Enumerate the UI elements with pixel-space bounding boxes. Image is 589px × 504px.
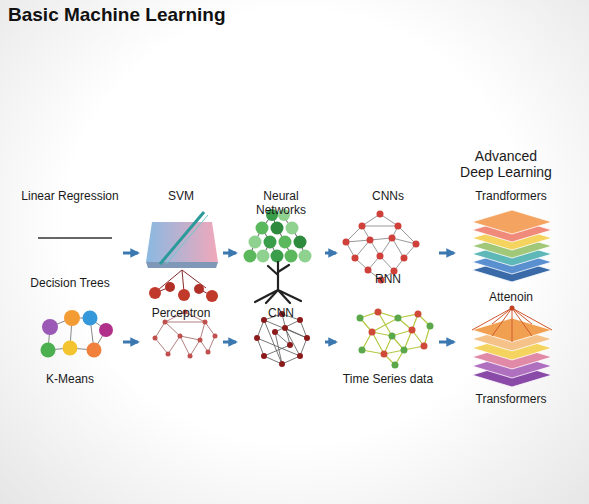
concept-label: Decision Trees — [30, 276, 109, 290]
concept-label: K-Means — [46, 372, 94, 386]
concept-label: CNN — [268, 306, 294, 320]
concept-label: Attenoin — [489, 290, 533, 304]
flow-arrow — [439, 341, 454, 344]
concept-label: Trandformers — [475, 189, 547, 203]
concept-node: CNNs — [338, 189, 438, 269]
section-heading: Advanced Deep Learning — [458, 148, 554, 180]
transformer-stack-illustration — [472, 210, 552, 282]
concept-node: SVM — [140, 189, 222, 305]
concept-node: Trandformers — [456, 189, 566, 289]
concept-label: Perceptron — [152, 306, 211, 320]
concept-node: Neural Networks — [238, 189, 324, 305]
concept-node: CNN — [238, 306, 324, 386]
kmeans-illustration — [41, 310, 114, 358]
concept-label: Time Series data — [343, 372, 433, 386]
flow-arrow — [123, 341, 138, 344]
flow-arrow — [123, 252, 138, 255]
concept-node: Linear Regression — [18, 189, 122, 275]
concept-node: RNN Time Series data — [338, 272, 438, 386]
flow-arrow — [325, 341, 336, 344]
neural-tree-illustration — [244, 209, 312, 303]
time-series-illustration — [357, 309, 434, 369]
concept-label: SVM — [168, 189, 194, 203]
concept-label: Linear Regression — [21, 189, 118, 203]
concept-label: Transformers — [476, 392, 547, 406]
flow-arrow — [223, 252, 236, 255]
svm-illustration — [146, 212, 218, 302]
flow-arrow — [223, 341, 236, 344]
concept-label: Neural Networks — [238, 189, 324, 217]
diagram-title: Basic Machine Learning — [8, 4, 226, 26]
flow-arrow — [325, 252, 336, 255]
concept-node: AttenoinTransformers — [456, 290, 566, 406]
concept-label: CNNs — [372, 189, 404, 203]
concept-node: Perceptron — [140, 306, 222, 386]
attention-stack-illustration — [472, 306, 552, 388]
concept-label: RNN — [375, 272, 401, 286]
flow-arrow — [439, 252, 454, 255]
concept-node: Decision TreesK-Means — [18, 276, 122, 386]
regression-line — [38, 237, 112, 239]
